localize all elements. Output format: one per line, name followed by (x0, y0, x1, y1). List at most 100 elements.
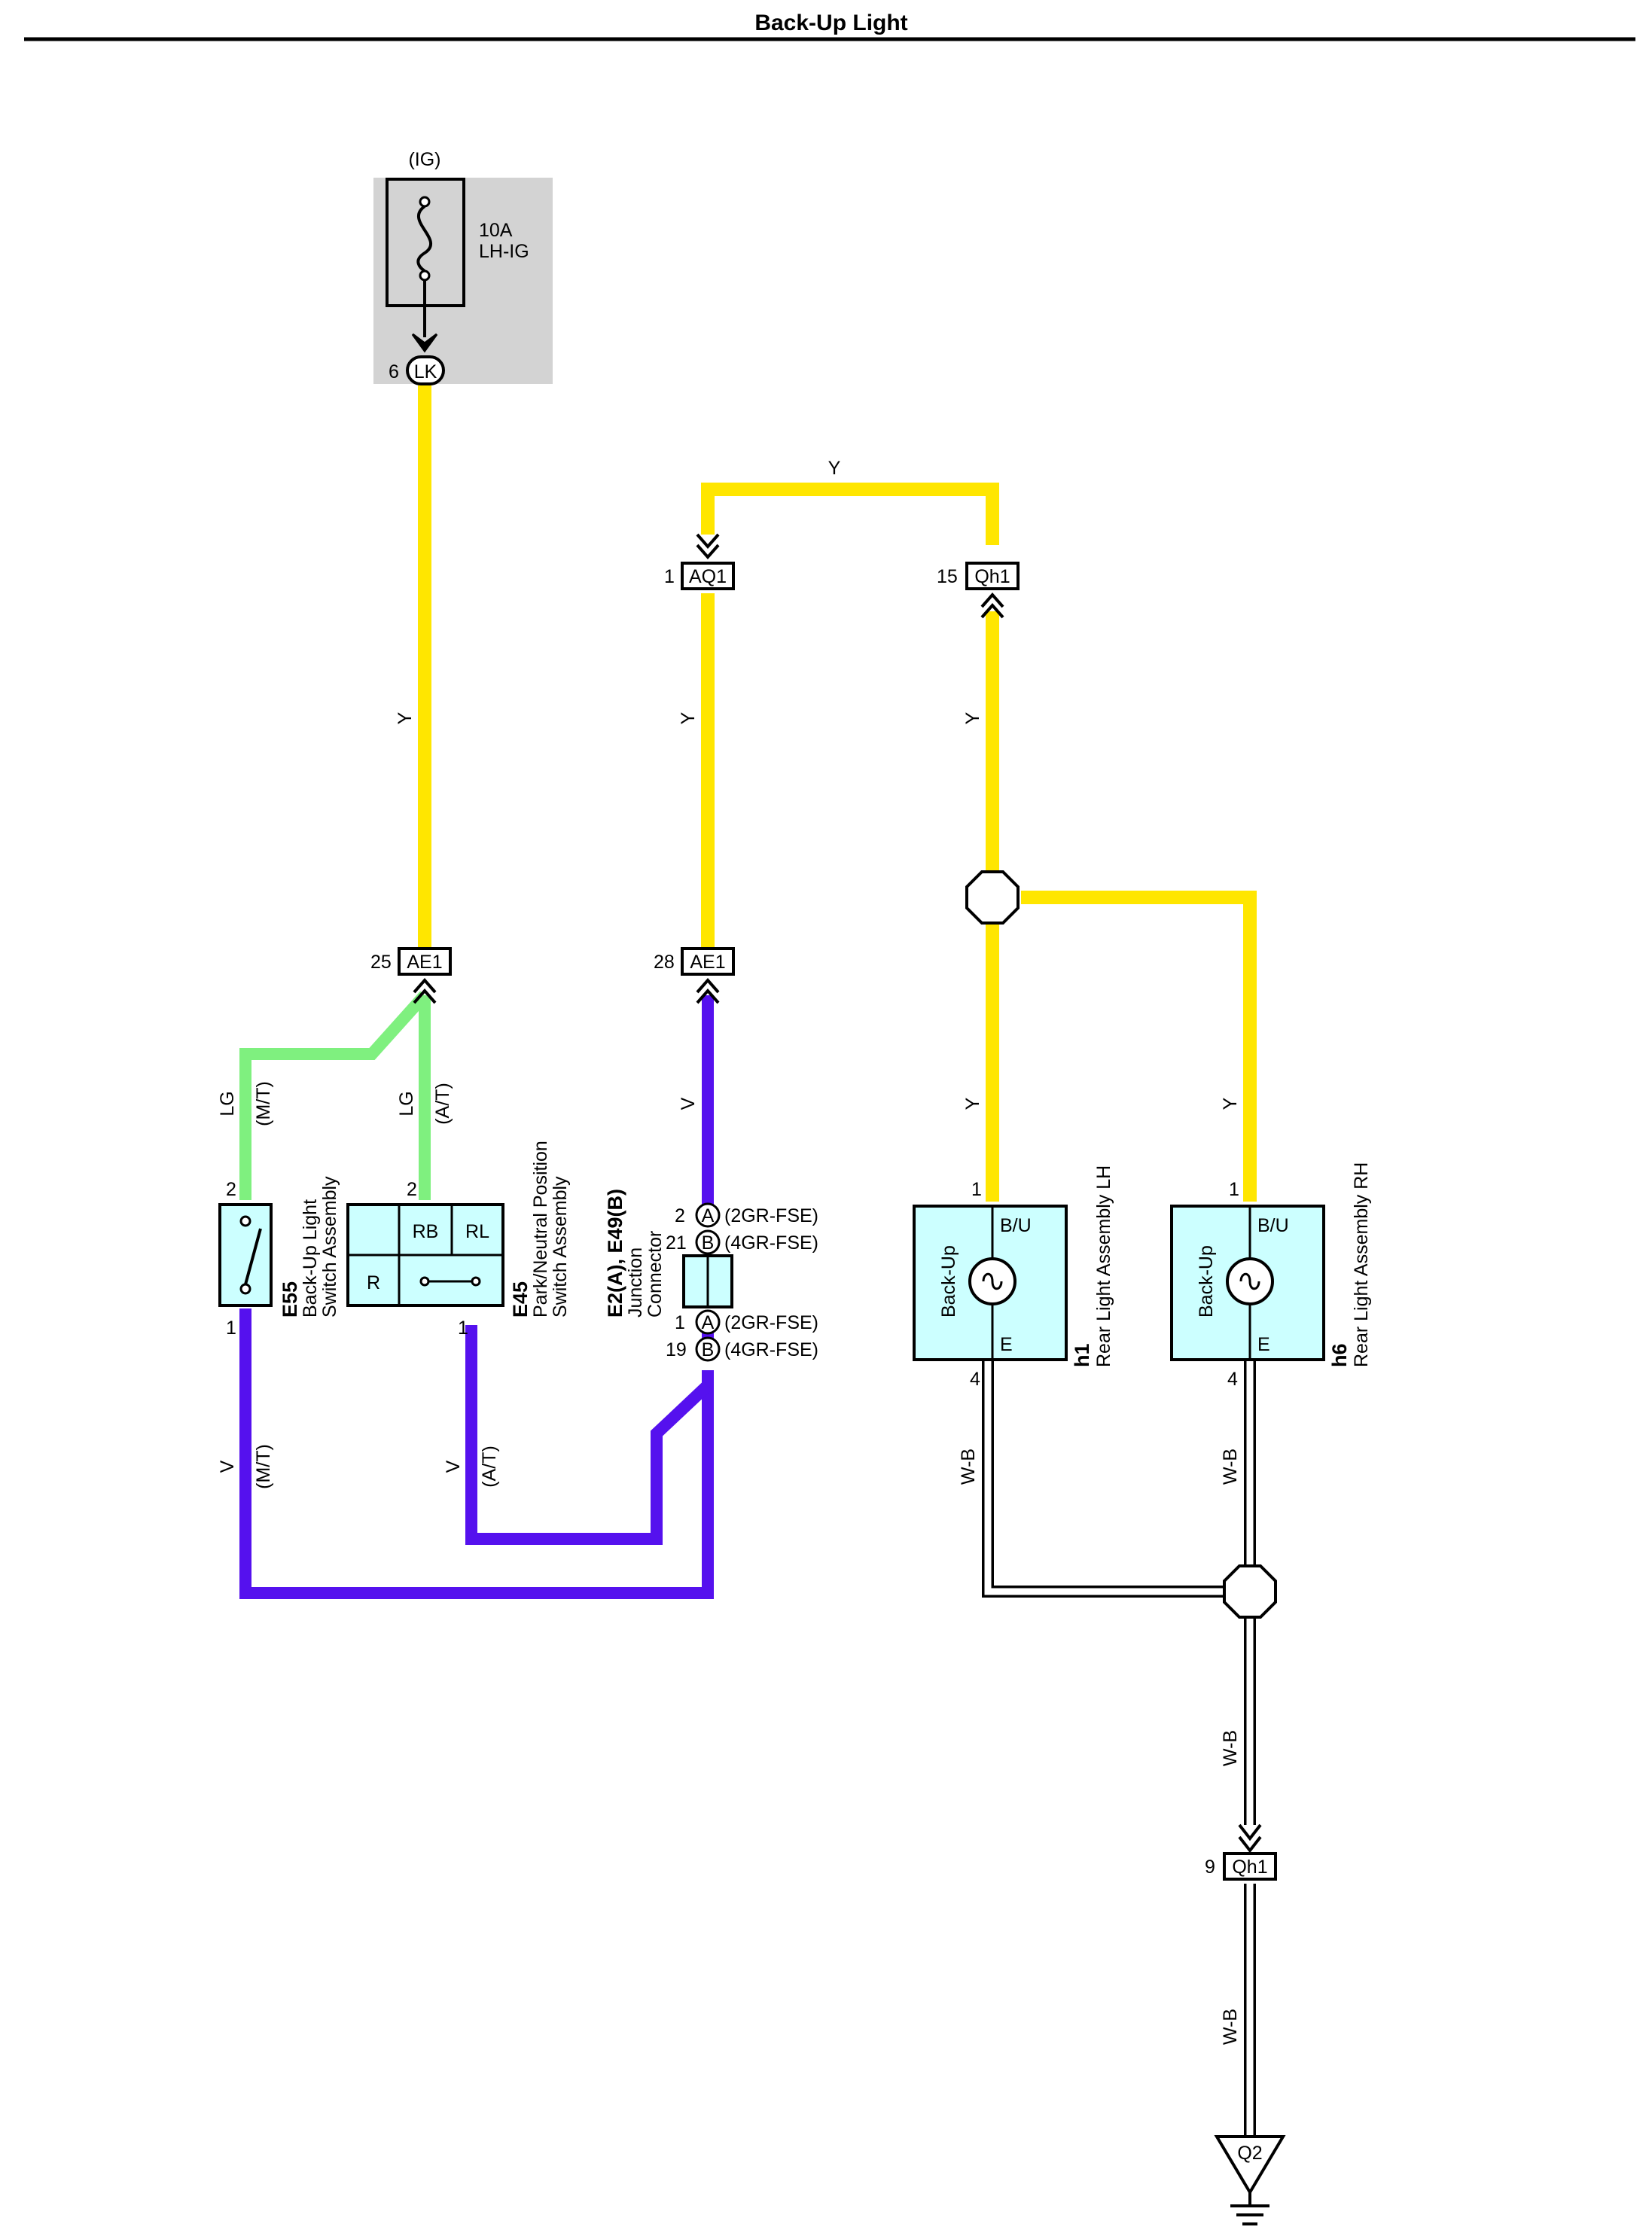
wire-label-y-aq1: Y (678, 711, 699, 724)
fuse-terminal-top (419, 196, 431, 208)
h1-pin-top: 1 (971, 1179, 982, 1200)
fuse-supply-label: (IG) (408, 149, 440, 170)
connector-qh1-top-box (965, 562, 1020, 590)
connector-qh1-bottom-box (1223, 1852, 1277, 1881)
component-h1: B/U E Back-Up 1 4 h1 Rear Light Assembly… (913, 1165, 1114, 1390)
e55-pin-top: 2 (226, 1179, 236, 1200)
connector-aq1: AQ1 1 (664, 533, 735, 590)
splice-yellow (965, 870, 1020, 925)
connector-qh1-top-pin: 15 (937, 566, 958, 587)
ground-triangle (1214, 2135, 1286, 2195)
wire-label-wb-ground: W-B (1220, 2009, 1241, 2045)
junction-row-1-circle (695, 1202, 721, 1228)
wire-label-v-mt: V (217, 1460, 238, 1473)
wire-label-y-fuse: Y (395, 711, 416, 724)
junction-row-4-letter: B (702, 1339, 715, 1360)
junction-row-1-letter: A (702, 1205, 715, 1226)
e45-name-line1: Park/Neutral Position (530, 1141, 551, 1318)
junction-name-line2: Connector (645, 1231, 666, 1318)
component-e55: 2 1 E55 Back-Up Light Switch Assembly (218, 1176, 340, 1339)
fuse-block: (IG) 10A LH-IG LK 6 (373, 149, 553, 385)
fuse-arrow-icon (411, 333, 438, 353)
wire-wb-h1 (984, 1361, 1224, 1595)
wire-label-y-h1: Y (962, 1097, 983, 1110)
wire-labels: Y Y Y Y Y Y LG (M/T) LG (A/T) V V (M/T) … (217, 458, 1241, 2045)
component-junction: E2(A), E49(B) Junction Connector A 2 (2G… (604, 1189, 818, 1362)
h6-pin-bottom: 4 (1227, 1369, 1238, 1390)
e55-switch-blade-icon (244, 1228, 262, 1285)
e45-cell-rb: RB (413, 1221, 439, 1242)
wire-label-lg-at: LG (396, 1091, 417, 1116)
connector-lk (406, 355, 445, 385)
e45-cell-r: R (367, 1272, 380, 1293)
h1-filament-icon (982, 1272, 1003, 1290)
h1-name: Rear Light Assembly LH (1093, 1165, 1114, 1367)
wire-label-v-at: V (443, 1460, 464, 1473)
junction-row-1-pin: 2 (675, 1205, 685, 1226)
e45-cell-rl: RL (465, 1221, 489, 1242)
connector-aq1-pin: 1 (664, 566, 675, 587)
junction-row-4-pin: 19 (666, 1339, 687, 1360)
connector-aq1-label: AQ1 (689, 566, 727, 587)
connector-lk-label: LK (414, 361, 437, 382)
wire-variant-lg-mt: (M/T) (253, 1081, 274, 1126)
junction-row-1-variant: (2GR-FSE) (724, 1205, 818, 1226)
h1-term-top: B/U (1000, 1215, 1032, 1236)
e45-name-line2: Switch Assembly (550, 1176, 571, 1318)
wire-label-wb-h1: W-B (958, 1449, 979, 1485)
h6-pin-top: 1 (1229, 1179, 1239, 1200)
wire-v-mt (239, 1308, 714, 1599)
connector-qh1-top: Qh1 15 (937, 562, 1020, 619)
junction-row-4-variant: (4GR-FSE) (724, 1339, 818, 1360)
component-h6: B/U E Back-Up 1 4 h6 Rear Light Assembly… (1170, 1162, 1372, 1390)
h6-filament-icon (1239, 1272, 1260, 1290)
page-title: Back-Up Light (754, 11, 907, 35)
e45-pin-top: 2 (407, 1179, 417, 1200)
e45-contact-left (419, 1276, 430, 1287)
junction-row-3-circle (695, 1309, 721, 1335)
junction-row-2-letter: B (702, 1232, 715, 1254)
e55-code: E55 (279, 1281, 301, 1318)
junction-row-2-variant: (4GR-FSE) (724, 1232, 818, 1254)
fuse-name: LH-IG (479, 241, 529, 262)
wire-label-wb-splice: W-B (1220, 1730, 1241, 1766)
e55-contact-top (239, 1215, 251, 1227)
fuse-element-icon (416, 205, 432, 273)
e55-contact-bottom (239, 1283, 251, 1295)
h6-lamp-label: Back-Up (1196, 1245, 1217, 1318)
junction-row-2-pin: 21 (666, 1232, 687, 1254)
connector-qh1-bottom: Qh1 9 (1205, 1823, 1277, 1881)
connector-ae1-mid-arrow-icon (696, 977, 720, 1004)
wires (239, 385, 1257, 2135)
wire-label-y-h6: Y (1220, 1097, 1241, 1110)
h6-term-top: B/U (1257, 1215, 1289, 1236)
junction-name-line1: Junction (625, 1247, 646, 1318)
connector-qh1-top-arrow-icon (980, 592, 1004, 619)
wire-y-splice-to-h6 (1021, 891, 1257, 1202)
wire-label-v-ae1: V (678, 1097, 699, 1110)
fuse-terminal-bottom (419, 270, 431, 282)
connector-qh1-top-label: Qh1 (974, 566, 1010, 587)
connector-ae1-mid-label: AE1 (690, 952, 725, 973)
wire-variant-lg-at: (A/T) (432, 1083, 453, 1125)
connector-ae1-left-pin: 25 (370, 952, 392, 973)
h6-name: Rear Light Assembly RH (1351, 1162, 1372, 1367)
e55-name-line2: Switch Assembly (319, 1176, 340, 1318)
wire-wb-h1-outline (982, 1361, 1224, 1598)
connector-ae1-left-box (398, 947, 452, 976)
splice-ground (1223, 1564, 1277, 1619)
e45-contact-right (471, 1276, 481, 1287)
e55-name-line1: Back-Up Light (300, 1199, 321, 1318)
connector-aq1-arrow-icon (696, 533, 720, 560)
e45-code: E45 (509, 1281, 532, 1318)
wire-v-at (465, 1325, 712, 1545)
h1-term-bottom: E (1000, 1334, 1013, 1355)
wire-label-y-qh1: Y (962, 711, 983, 724)
h1-pin-bottom: 4 (970, 1369, 980, 1390)
junction-row-3-pin: 1 (675, 1312, 685, 1333)
junction-row-3-letter: A (702, 1312, 715, 1333)
e55-pin-bottom: 1 (226, 1318, 236, 1339)
wire-variant-v-at: (A/T) (479, 1445, 500, 1488)
ground-label: Q2 (1237, 2143, 1262, 2164)
h6-term-bottom: E (1257, 1334, 1270, 1355)
